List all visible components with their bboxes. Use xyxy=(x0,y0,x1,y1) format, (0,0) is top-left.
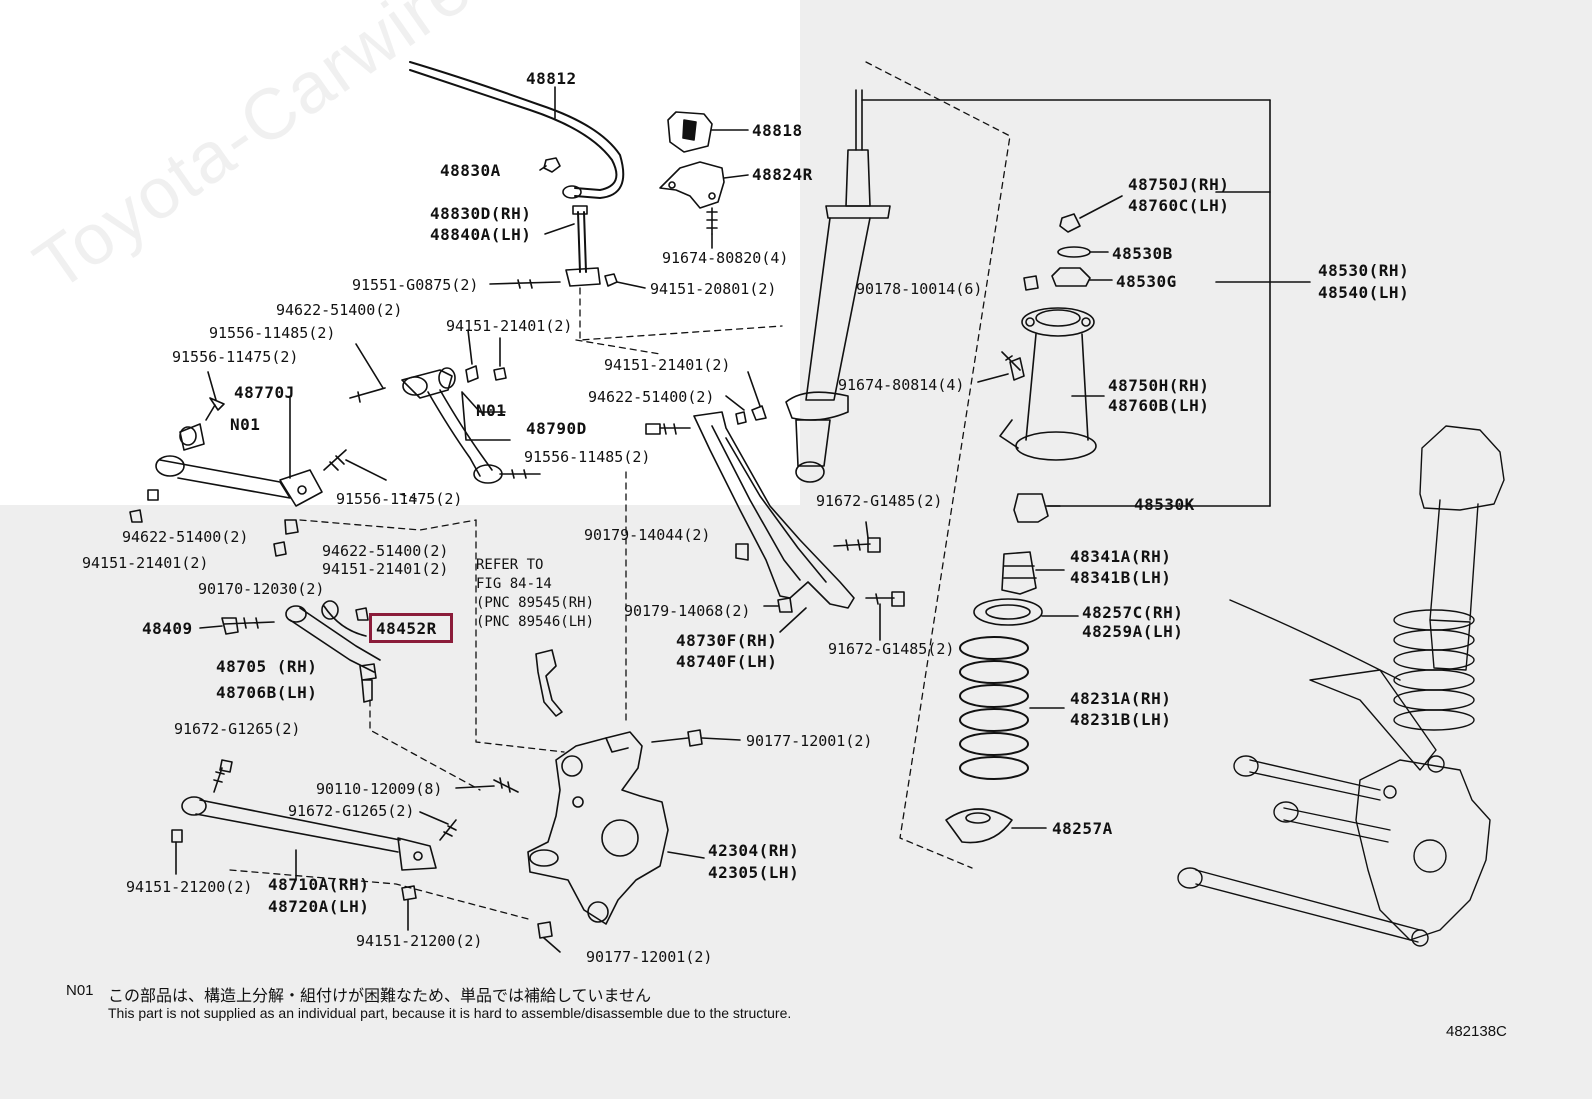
part-label-90178-10014[interactable]: 90178-10014(6) xyxy=(856,280,983,298)
knuckle-42304 xyxy=(527,731,669,925)
part-label-91672-G1265-a[interactable]: 91672-G1265(2) xyxy=(174,720,301,738)
part-label-94622-51400-c[interactable]: 94622-51400(2) xyxy=(322,542,449,560)
part-label-94622-51400-a[interactable]: 94622-51400(2) xyxy=(276,301,403,319)
part-label-42305[interactable]: 42305(LH) xyxy=(708,863,800,882)
arm-48710A xyxy=(181,796,437,871)
part-label-48231A[interactable]: 48231A(RH) xyxy=(1070,689,1172,708)
part-label-90170-12030[interactable]: 90170-12030(2) xyxy=(198,580,325,598)
part-label-48770J[interactable]: 48770J xyxy=(234,383,295,402)
part-label-48705[interactable]: 48705 (RH) xyxy=(216,657,318,676)
part-label-48341A[interactable]: 48341A(RH) xyxy=(1070,547,1172,566)
support-48750H xyxy=(999,307,1097,461)
assembled-view xyxy=(1177,425,1505,947)
part-label-48730F[interactable]: 48730F(RH) xyxy=(676,631,778,650)
part-label-48530G[interactable]: 48530G xyxy=(1116,272,1177,291)
part-label-90179-14068[interactable]: 90179-14068(2) xyxy=(624,602,751,620)
part-label-91556-11475-a[interactable]: 91556-11475(2) xyxy=(172,348,299,366)
refer-line-3: (PNC 89545(RH) xyxy=(476,595,595,611)
part-label-91556-11475-b[interactable]: 91556-11475(2) xyxy=(336,490,463,508)
part-label-48830A[interactable]: 48830A xyxy=(440,161,501,180)
figure-id: 482138C xyxy=(1446,1023,1507,1040)
footnote-english: This part is not supplied as an individu… xyxy=(108,1005,792,1021)
part-label-48790D[interactable]: 48790D xyxy=(526,419,587,438)
part-label-48818[interactable]: 48818 xyxy=(752,121,803,140)
footnote-japanese: この部品は、構造上分解・組付けが困難なため、単品では補給していません xyxy=(108,986,652,1005)
refer-line-2: FIG 84-14 xyxy=(476,576,552,592)
part-label-91674-80820[interactable]: 91674-80820(4) xyxy=(662,249,789,267)
part-label-94622-51400-d[interactable]: 94622-51400(2) xyxy=(588,388,715,406)
part-label-91556-11485-a[interactable]: 91556-11485(2) xyxy=(209,324,336,342)
part-label-48830D[interactable]: 48830D(RH) xyxy=(430,204,532,223)
part-label-94151-21200-b[interactable]: 94151-21200(2) xyxy=(356,932,483,950)
part-label-91556-11485-b[interactable]: 91556-11485(2) xyxy=(524,448,651,466)
lower-arm-48730F xyxy=(693,411,855,609)
part-label-48824R[interactable]: 48824R xyxy=(752,165,813,184)
part-label-90177-12001-b[interactable]: 90177-12001(2) xyxy=(586,948,713,966)
part-label-48231B[interactable]: 48231B(LH) xyxy=(1070,710,1172,729)
refer-line-4: (PNC 89546(LH) xyxy=(476,614,595,630)
part-label-48530[interactable]: 48530(RH) xyxy=(1318,261,1410,280)
part-label-48257C[interactable]: 48257C(RH) xyxy=(1082,603,1184,622)
note-ref-N01-b[interactable]: N01 xyxy=(476,401,507,420)
part-label-48750H[interactable]: 48750H(RH) xyxy=(1108,376,1210,395)
refer-note: REFER TO FIG 84-14 (PNC 89545(RH) (PNC 8… xyxy=(476,556,594,632)
part-label-91672-G1265-b[interactable]: 91672-G1265(2) xyxy=(288,802,415,820)
part-label-48720A[interactable]: 48720A(LH) xyxy=(268,897,370,916)
part-label-48760B[interactable]: 48760B(LH) xyxy=(1108,396,1210,415)
part-label-94151-21200-a[interactable]: 94151-21200(2) xyxy=(126,878,253,896)
part-label-94151-21401-c[interactable]: 94151-21401(2) xyxy=(322,560,449,578)
part-label-94151-20801[interactable]: 94151-20801(2) xyxy=(650,280,777,298)
part-label-48706B[interactable]: 48706B(LH) xyxy=(216,683,318,702)
coil-spring xyxy=(959,636,1029,780)
part-label-48812[interactable]: 48812 xyxy=(526,69,577,88)
part-label-48409[interactable]: 48409 xyxy=(142,619,193,638)
upper-arm-48790D xyxy=(401,367,541,484)
arm-48770J xyxy=(155,455,323,507)
part-label-91674-80814[interactable]: 91674-80814(4) xyxy=(838,376,965,394)
stabilizer-link xyxy=(565,205,601,287)
part-label-90177-12001-a[interactable]: 90177-12001(2) xyxy=(746,732,873,750)
part-label-48750J[interactable]: 48750J(RH) xyxy=(1128,175,1230,194)
part-label-48259A[interactable]: 48259A(LH) xyxy=(1082,622,1184,641)
part-label-48452R[interactable]: 48452R xyxy=(376,619,437,638)
part-label-48840A[interactable]: 48840A(LH) xyxy=(430,225,532,244)
refer-line-1: REFER TO xyxy=(476,557,544,573)
selected-part-highlight[interactable] xyxy=(369,613,453,643)
bushing-48818 xyxy=(667,111,713,153)
part-label-48530K[interactable]: 48530K xyxy=(1134,495,1195,514)
background-upper-left xyxy=(0,0,800,505)
part-label-90110-12009[interactable]: 90110-12009(8) xyxy=(316,780,443,798)
note-ref-N01-a[interactable]: N01 xyxy=(230,415,261,434)
part-label-94151-21401-a[interactable]: 94151-21401(2) xyxy=(446,317,573,335)
arm-48452R xyxy=(285,600,381,703)
part-label-90179-14044[interactable]: 90179-14044(2) xyxy=(584,526,711,544)
bracket-48824R xyxy=(659,161,725,209)
part-label-42304[interactable]: 42304(RH) xyxy=(708,841,800,860)
part-label-48740F[interactable]: 48740F(LH) xyxy=(676,652,778,671)
part-label-94151-21401-b[interactable]: 94151-21401(2) xyxy=(82,554,209,572)
part-label-48530B[interactable]: 48530B xyxy=(1112,244,1173,263)
part-label-48710A[interactable]: 48710A(RH) xyxy=(268,875,370,894)
part-label-94151-21401-d[interactable]: 94151-21401(2) xyxy=(604,356,731,374)
part-label-48341B[interactable]: 48341B(LH) xyxy=(1070,568,1172,587)
part-label-91672-G1485-b[interactable]: 91672-G1485(2) xyxy=(828,640,955,658)
part-label-48760C[interactable]: 48760C(LH) xyxy=(1128,196,1230,215)
part-label-48540[interactable]: 48540(LH) xyxy=(1318,283,1410,302)
part-label-91672-G1485-a[interactable]: 91672-G1485(2) xyxy=(816,492,943,510)
part-label-94622-51400-b[interactable]: 94622-51400(2) xyxy=(122,528,249,546)
shock-absorber xyxy=(785,89,891,483)
part-label-48257A[interactable]: 48257A xyxy=(1052,819,1113,838)
stabilizer-bar xyxy=(409,61,625,199)
part-label-91551-G0875[interactable]: 91551-G0875(2) xyxy=(352,276,479,294)
footnote-code: N01 xyxy=(66,982,94,999)
